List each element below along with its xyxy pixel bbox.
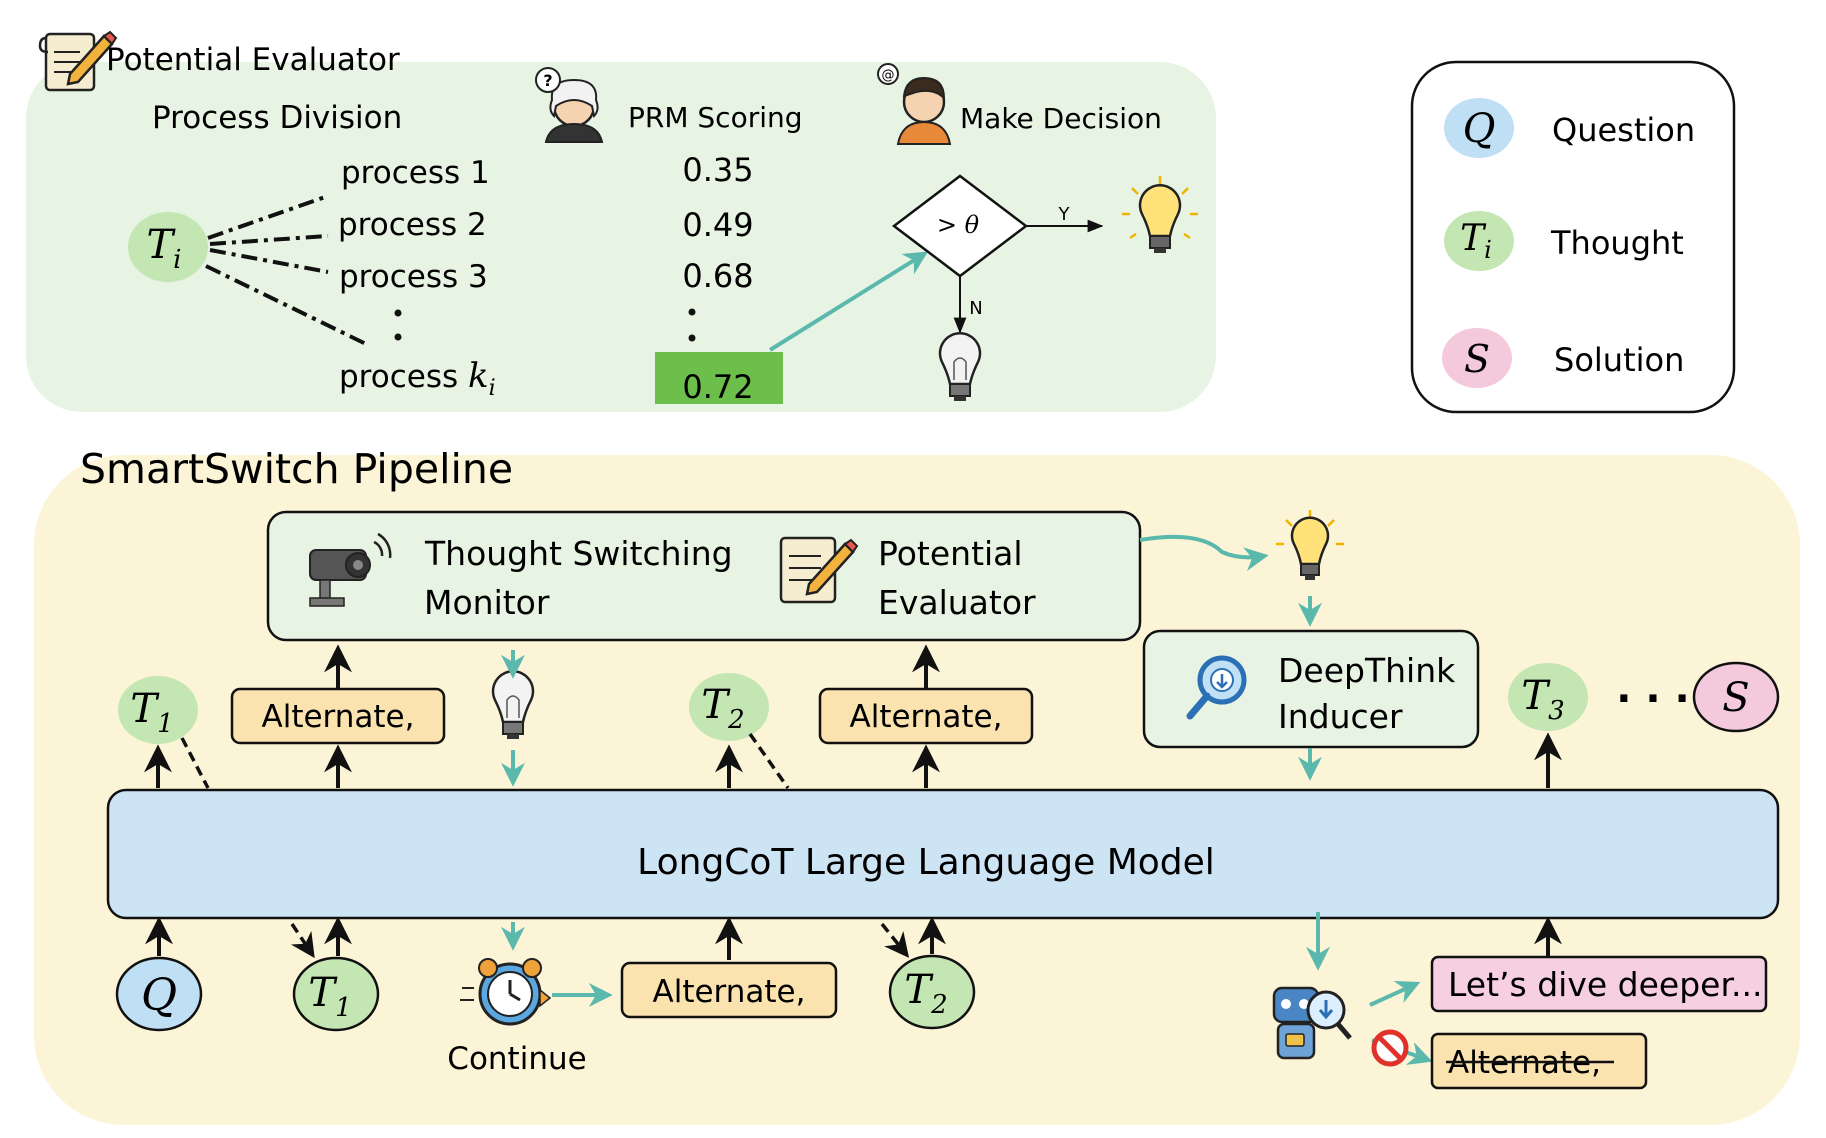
process-list: process 1 process 2 process 3 process ki	[338, 155, 496, 401]
process-division-label: Process Division	[152, 100, 402, 136]
lower-alternate-box: Alternate,	[620, 961, 838, 1019]
svg-text:T2: T2	[904, 967, 947, 1020]
prohibited-icon	[1371, 1029, 1409, 1067]
score-to-decision-arrow	[768, 251, 929, 352]
llm-input-arrows	[145, 916, 1562, 960]
svg-text:Alternate,: Alternate,	[850, 699, 1003, 735]
svg-text:T1: T1	[130, 686, 173, 739]
legend-label-solution: Solution	[1554, 341, 1684, 379]
legend-box: Q Question Ti Thought S Solution	[1410, 60, 1736, 414]
svg-text:Q: Q	[1463, 106, 1496, 152]
monitor-label-line2: Monitor	[424, 583, 550, 622]
unlit-bulb-icon	[938, 332, 982, 401]
no-label: N	[969, 298, 982, 319]
svg-text:S: S	[1464, 337, 1490, 381]
scroll-pencil-icon	[779, 536, 859, 604]
dive-deeper-box: Let’s dive deeper...	[1430, 955, 1768, 1013]
svg-text:Ti: Ti	[146, 222, 181, 275]
evaluator-label-line1: Potential	[878, 534, 1023, 573]
unlit-bulb-icon	[491, 670, 535, 739]
ti-node: Ti	[128, 212, 208, 282]
monitor-label-line1: Thought Switching	[424, 534, 733, 573]
solution-node: S	[1692, 661, 1780, 733]
score-3: 0.68	[682, 257, 753, 295]
svg-text:Let’s dive deeper...: Let’s dive deeper...	[1448, 965, 1762, 1004]
llm-bar: LongCoT Large Language Model	[106, 788, 1780, 920]
lower-t2-node: T2	[888, 954, 976, 1030]
thinking-person-icon: @	[877, 63, 952, 145]
vertical-ellipsis-dot	[394, 309, 402, 317]
robot-icon	[1272, 986, 1352, 1060]
highlighted-score-box	[655, 352, 783, 404]
dashed-connectors	[180, 732, 910, 959]
pipeline-panel: SmartSwitch Pipeline Thought Switching M…	[34, 445, 1800, 1125]
ellipsis: · · ·	[1616, 676, 1689, 722]
robot-to-dive-arrow	[1369, 981, 1421, 1007]
svg-text:Ti: Ti	[1460, 218, 1492, 264]
alarm-clock-icon	[460, 958, 552, 1026]
module-to-bulb-arrow	[1139, 534, 1269, 571]
scroll-pencil-icon	[38, 30, 118, 92]
vertical-ellipsis-dot	[688, 308, 696, 316]
process-label-k: process ki	[339, 356, 496, 401]
llm-label: LongCoT Large Language Model	[637, 842, 1215, 883]
svg-text:Q: Q	[141, 970, 177, 1021]
lower-t1-node: T1	[292, 956, 380, 1032]
upper-t3-node: T3	[1508, 663, 1588, 731]
threshold-label: > θ	[937, 211, 980, 239]
legend-item-question: Q Question	[1444, 98, 1695, 158]
lit-bulb-icon	[1276, 510, 1344, 580]
continue-label: Continue	[447, 1041, 586, 1077]
vertical-ellipsis-dot	[688, 334, 696, 342]
process-connectors	[205, 194, 367, 346]
llm-output-arrows	[144, 644, 1562, 788]
score-list: 0.35 0.49 0.68 0.72	[655, 151, 783, 406]
yes-label: Y	[1058, 204, 1071, 225]
svg-text:T1: T1	[308, 970, 351, 1023]
security-camera-icon	[309, 532, 392, 607]
lit-bulb-icon	[1122, 176, 1198, 253]
score-2: 0.49	[682, 206, 753, 244]
evaluator-title: Potential Evaluator	[106, 42, 400, 78]
svg-text:Alternate,: Alternate,	[262, 699, 415, 735]
legend-item-solution: S Solution	[1442, 328, 1684, 388]
upper-t1-node: T1	[118, 676, 198, 744]
svg-text:S: S	[1722, 675, 1749, 721]
svg-text:?: ?	[543, 71, 552, 90]
decision-diamond: > θ Y N	[891, 174, 1104, 334]
pipeline-title: SmartSwitch Pipeline	[80, 445, 513, 493]
evaluator-label-line2: Evaluator	[878, 583, 1036, 622]
upper-alternate-box-1: Alternate,	[230, 687, 446, 745]
process-label-2: process 2	[338, 207, 487, 243]
make-decision-label: Make Decision	[960, 102, 1162, 135]
upper-alternate-box-2: Alternate,	[818, 687, 1034, 745]
svg-text:Alternate,: Alternate,	[653, 974, 806, 1010]
struck-alternate-box: Alternate,	[1430, 1032, 1648, 1090]
magnifier-download-icon	[1186, 655, 1247, 720]
process-label-3: process 3	[339, 259, 488, 295]
upper-t2-node: T2	[689, 673, 769, 741]
legend-label-thought: Thought	[1550, 224, 1684, 262]
svg-text:T2: T2	[701, 682, 744, 735]
lower-q-node: Q	[115, 956, 203, 1032]
deepthink-inducer-module: DeepThink Inducer	[1142, 629, 1480, 749]
svg-text:@: @	[882, 68, 895, 83]
legend-label-question: Question	[1552, 111, 1695, 149]
deepthink-label-line1: DeepThink	[1278, 651, 1456, 690]
judge-icon: ?	[535, 67, 604, 143]
score-final: 0.72	[682, 368, 753, 406]
deepthink-label-line2: Inducer	[1278, 697, 1403, 736]
potential-evaluator-panel: Potential Evaluator Process Division ? P…	[26, 30, 1216, 412]
monitor-evaluator-module: Thought Switching Monitor Potential Eval…	[266, 510, 1142, 642]
prm-scoring-label: PRM Scoring	[628, 101, 803, 134]
vertical-ellipsis-dot	[394, 333, 402, 341]
legend-item-thought: Ti Thought	[1444, 211, 1684, 271]
svg-text:T3: T3	[1521, 673, 1564, 726]
process-label-1: process 1	[341, 155, 490, 191]
score-1: 0.35	[682, 151, 753, 189]
